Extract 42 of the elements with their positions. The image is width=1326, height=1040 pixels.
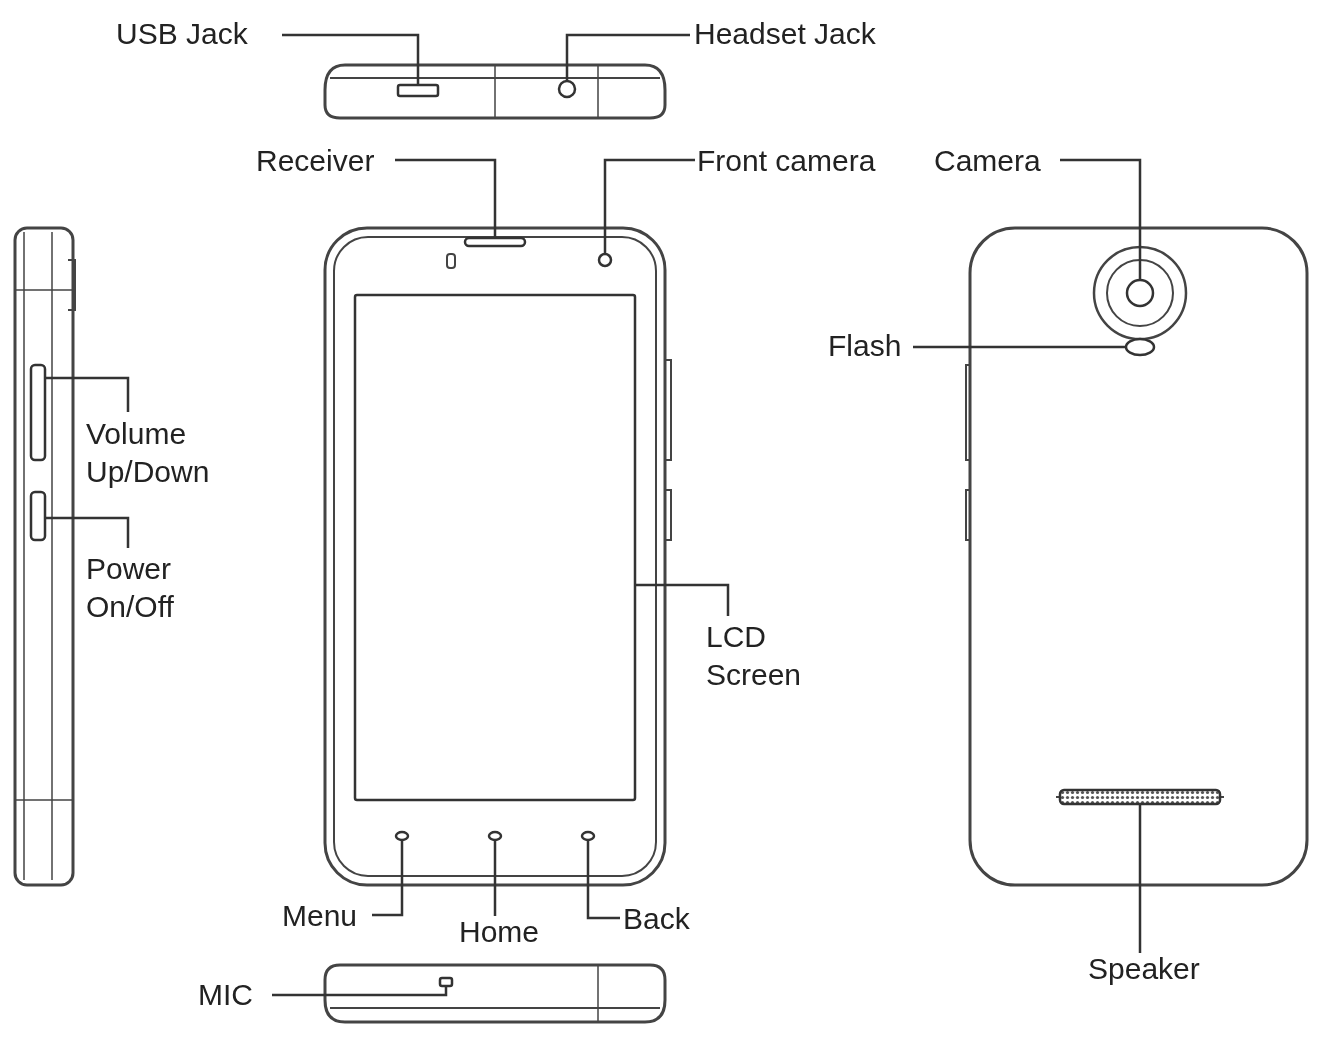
part-label: USB Jack <box>116 15 248 53</box>
leader-line <box>45 376 130 412</box>
volume-button <box>29 363 47 462</box>
part-label: Home <box>459 913 540 951</box>
menu-key <box>394 830 410 842</box>
leader-line <box>395 158 497 238</box>
leader-line <box>1060 158 1142 280</box>
part-label: Flash <box>828 327 902 365</box>
part-label: Camera <box>934 142 1041 180</box>
power-button <box>29 490 47 542</box>
camera-lens <box>1125 278 1155 308</box>
part-label: MIC <box>198 976 253 1014</box>
leader-line <box>282 33 420 85</box>
leader-line <box>372 840 404 917</box>
part-label: Front camera <box>697 142 876 180</box>
back-key <box>580 830 596 842</box>
receiver-slot <box>463 236 527 248</box>
leader-line <box>603 158 695 254</box>
speaker-grille <box>1058 788 1222 806</box>
leader-line <box>272 986 448 997</box>
microphone-hole <box>438 976 454 988</box>
part-label: Back <box>623 900 690 938</box>
leader-line <box>493 840 497 916</box>
leader-line <box>1138 804 1142 953</box>
part-label: Receiver <box>256 142 375 180</box>
front-camera-lens <box>597 252 613 268</box>
lcd-screen <box>353 293 637 802</box>
headset-jack <box>557 79 577 99</box>
usb-port <box>396 83 440 98</box>
leader-line <box>45 516 130 548</box>
part-label: Headset Jack <box>694 15 876 53</box>
leader-line <box>586 840 620 920</box>
leader-line <box>913 345 1126 349</box>
flash-light <box>1124 337 1156 357</box>
leader-line <box>565 33 690 81</box>
part-label: Power On/Off <box>86 550 206 626</box>
part-label: LCD Screen <box>706 618 836 694</box>
leader-line <box>635 583 730 616</box>
part-label: Menu <box>282 897 358 935</box>
part-label: Volume Up/Down <box>86 415 246 491</box>
home-key <box>487 830 503 842</box>
part-label: Speaker <box>1088 950 1200 988</box>
